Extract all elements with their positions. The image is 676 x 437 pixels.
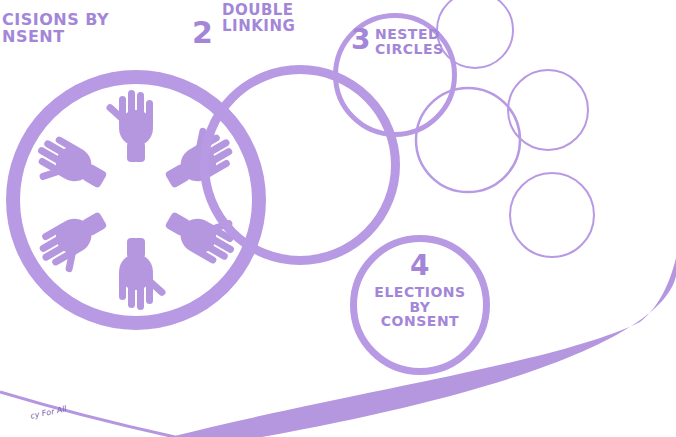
callout-number: 2 [192, 17, 220, 49]
text-slot: CISIONS BY NSENT [2, 12, 122, 46]
circle-ring [336, 16, 455, 135]
text-slot: NESTED CIRCLES [375, 27, 445, 56]
callout-number: 3 [351, 25, 373, 54]
small-circle [437, 0, 513, 68]
step-title: DOUBLE LINKING [222, 3, 322, 35]
hand [32, 204, 118, 282]
text-slot: 3 [351, 25, 373, 54]
circle-node: 2DOUBLE LINKING [200, 65, 400, 265]
swoosh-line [0, 392, 175, 437]
circle-node: 3NESTED CIRCLES [333, 13, 457, 137]
text-slot: DOUBLE LINKING [222, 3, 322, 35]
hand [25, 130, 111, 208]
step-title: ELECTIONS BY CONSENT [368, 285, 472, 329]
circle-ring [354, 239, 487, 372]
watermark: cy For All [29, 404, 67, 420]
circle-node: 4ELECTIONS BY CONSENT [350, 235, 490, 375]
text-slot: 4 [405, 251, 435, 280]
small-circle [510, 173, 594, 257]
circle-ring [205, 70, 396, 261]
hand [153, 118, 239, 196]
circle-outline [200, 65, 400, 265]
small-circle [416, 88, 520, 192]
hand [105, 90, 153, 162]
swoosh [170, 258, 676, 437]
callout-number: 4 [405, 251, 435, 280]
small-circle [508, 70, 588, 150]
step-title: CISIONS BY NSENT [2, 12, 122, 46]
text-slot: 2 [192, 17, 220, 49]
hand [119, 238, 167, 310]
text-slot: ELECTIONS BY CONSENT [368, 285, 472, 329]
step-title: NESTED CIRCLES [375, 27, 445, 56]
